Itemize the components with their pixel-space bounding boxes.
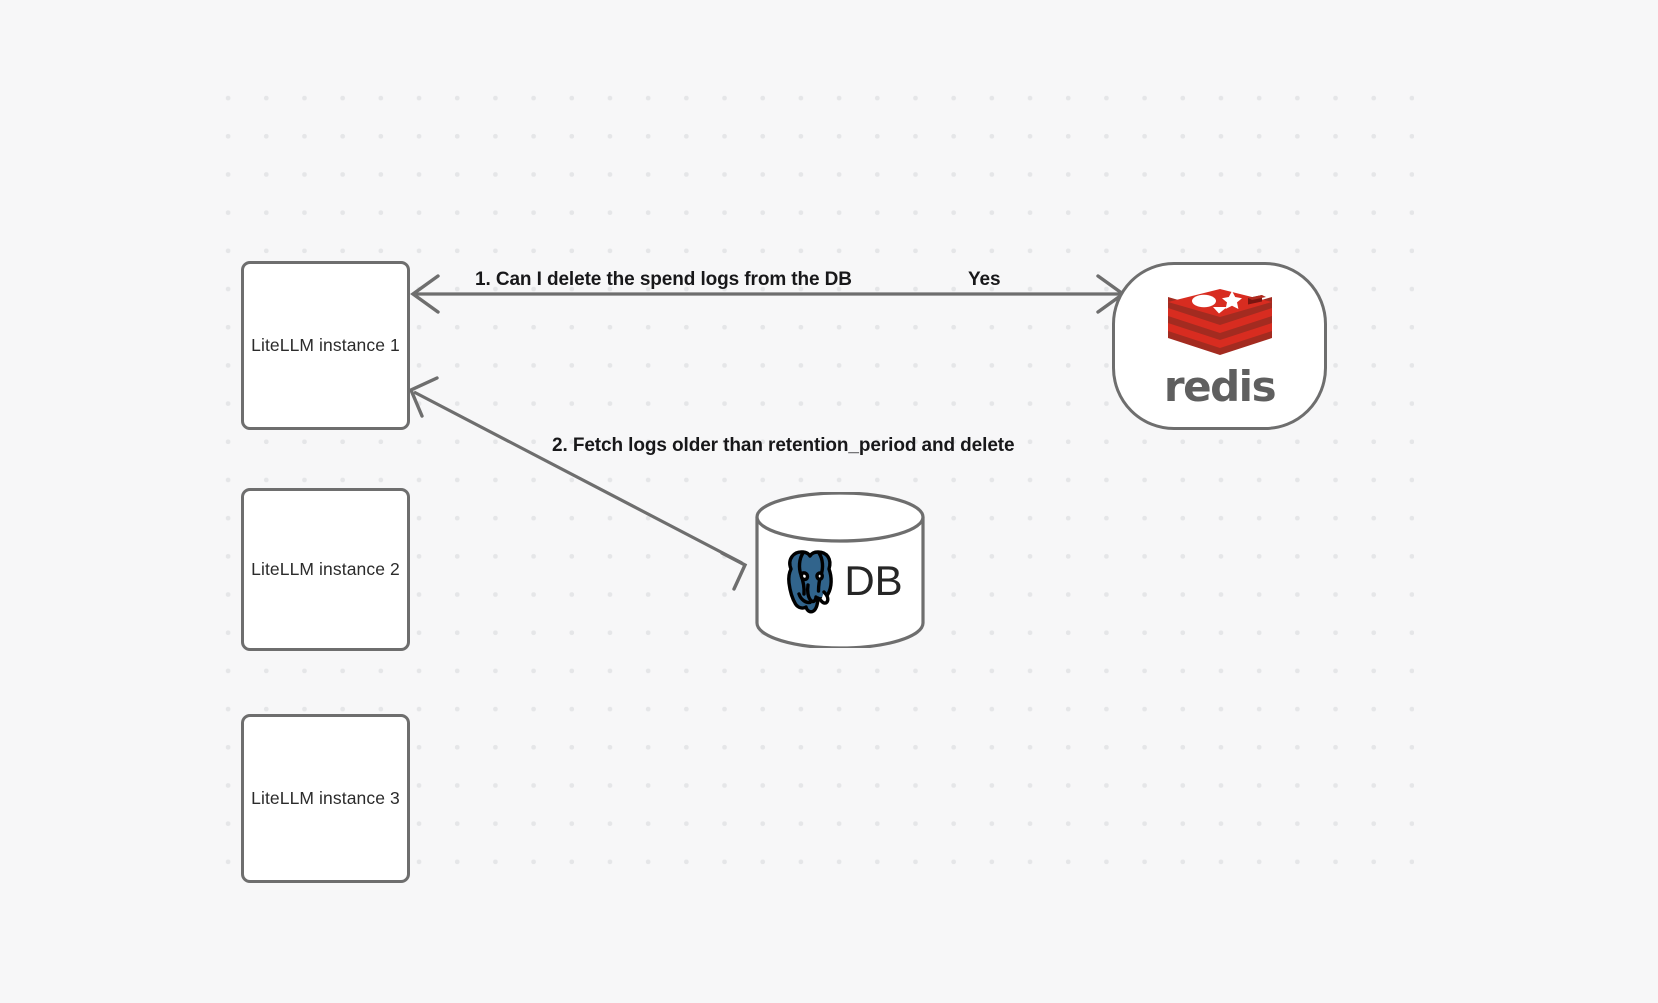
redis-wordmark: redis [1163,362,1277,411]
node-database[interactable]: DB [754,492,926,648]
edge-label-step-1: 1. Can I delete the spend logs from the … [475,269,852,290]
edge-label-yes: Yes [968,269,1001,290]
db-label: DB [844,557,903,604]
db-logo-row: DB [754,544,926,618]
node-redis[interactable]: redis [1112,262,1327,430]
node-litellm-instance-3[interactable]: LiteLLM instance 3 [241,714,410,883]
node-label: LiteLLM instance 1 [251,335,400,355]
postgresql-elephant-icon [787,550,834,614]
node-label: LiteLLM instance 2 [251,559,400,579]
redis-logo: redis [1163,286,1277,411]
redis-stack-icon [1167,289,1272,355]
edge-label-step-2: 2. Fetch logs older than retention_perio… [552,435,1015,456]
cylinder-shape [755,492,925,648]
edge-db-to-instance1[interactable] [408,376,748,591]
node-litellm-instance-1[interactable]: LiteLLM instance 1 [241,261,410,430]
node-label: LiteLLM instance 3 [251,788,400,808]
node-litellm-instance-2[interactable]: LiteLLM instance 2 [241,488,410,651]
